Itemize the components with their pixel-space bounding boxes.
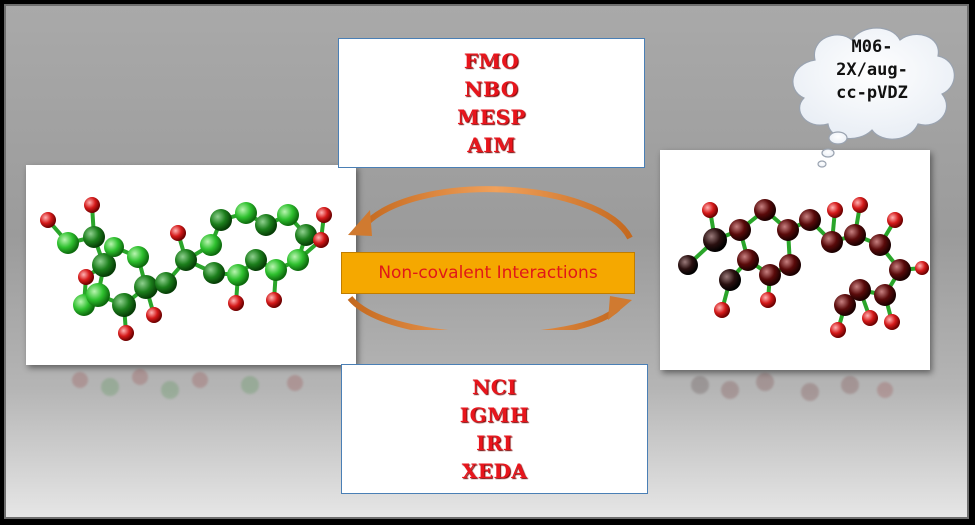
cloud-line: M06- [851, 37, 893, 57]
method-label: NCI [471, 375, 518, 399]
top-methods-panel: FMO NBO MESP AIM [338, 38, 645, 168]
method-label: NBO [464, 77, 519, 101]
non-covalent-interactions-box: Non-covalent Interactions [341, 252, 635, 294]
method-label: FMO [463, 49, 520, 73]
right-molecule-icon [678, 197, 929, 338]
left-molecule-card [26, 165, 356, 365]
center-label: Non-covalent Interactions [378, 263, 598, 283]
cycle-arrows-icon [347, 186, 633, 330]
cloud-line: cc-pVDZ [836, 83, 908, 103]
method-label: MESP [457, 105, 526, 129]
method-label: IGMH [459, 403, 530, 427]
cloud-line: 2X/aug- [836, 60, 908, 80]
method-label: XEDA [461, 459, 528, 483]
cloud-text: M06- 2X/aug- cc-pVDZ [822, 36, 922, 105]
thought-cloud-icon [792, 27, 955, 168]
left-molecule-icon [40, 197, 332, 341]
method-label: IRI [476, 431, 513, 455]
bottom-methods-panel: NCI IGMH IRI XEDA [341, 364, 648, 494]
method-label: AIM [467, 133, 516, 157]
right-molecule-card [660, 150, 930, 370]
